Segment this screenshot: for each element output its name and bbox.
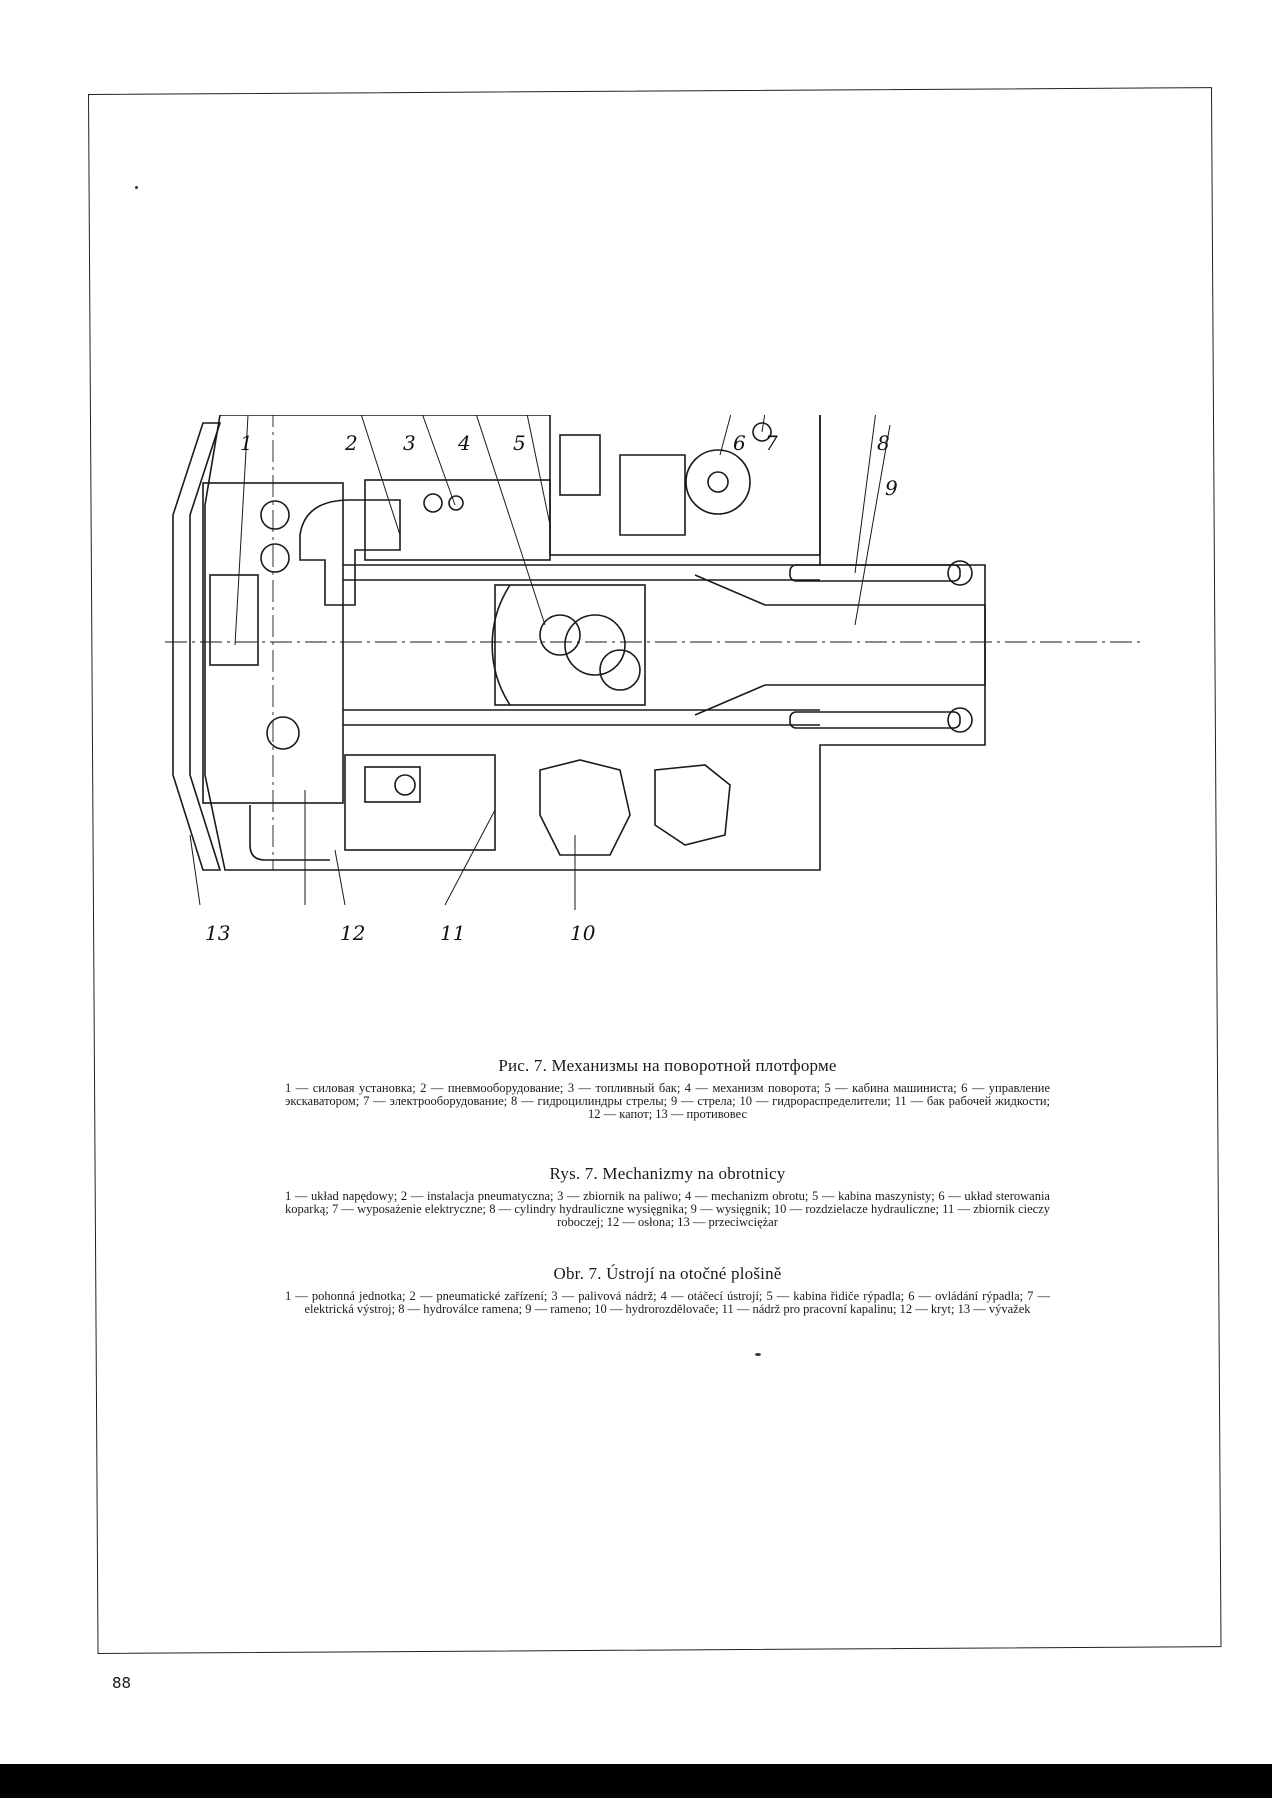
exhaust-elbow [249, 805, 330, 861]
electrical-switch [752, 422, 772, 442]
slew-gear-large [564, 614, 626, 676]
fuel-tank [364, 479, 551, 561]
control-wheel [685, 449, 751, 515]
cab-control-box [559, 434, 601, 496]
hydraulic-distributor [654, 764, 731, 846]
platform-mechanisms-drawing [165, 379, 1145, 1055]
control-wheel-hub [707, 471, 729, 493]
power-unit-bolt [260, 543, 290, 573]
pneumatic-equipment [299, 499, 401, 606]
slew-ring-arc [491, 584, 511, 706]
hydraulic-distributor [539, 759, 631, 856]
caption-russian-title: Рис. 7. Механизмы на поворотной плотформ… [498, 1056, 837, 1075]
fuel-tank-fitting [448, 495, 464, 511]
hydraulic-tank-cap [364, 766, 421, 803]
technical-drawing-svg [165, 379, 1145, 910]
fuel-tank-fitting [423, 493, 443, 513]
caption-polish-title: Rys. 7. Mechanizmy na obrotnicy [549, 1164, 786, 1183]
slew-motor [599, 649, 641, 691]
caption-czech-legend: 1 — pohonná jednotka; 2 — pneumatické za… [285, 1289, 1050, 1316]
cylinder-pin [947, 707, 973, 733]
power-unit-detail [209, 574, 259, 666]
center-compartment [494, 584, 646, 706]
power-unit-bolt [260, 500, 290, 530]
boom [765, 604, 986, 686]
caption-russian-legend: 1 — силовая установка; 2 — пневмооборудо… [285, 1081, 1050, 1121]
operator-seat [619, 454, 686, 536]
scan-speck [135, 186, 138, 189]
slew-gear-small [539, 614, 581, 656]
caption-polish: Rys. 7. Mechanizmy na obrotnicy 1 — ukła… [285, 1164, 1050, 1229]
power-unit-bolt [266, 716, 300, 750]
caption-czech-title: Obr. 7. Ústrojí na otočné plošině [553, 1264, 782, 1283]
boom-bracket [694, 574, 766, 716]
caption-polish-legend: 1 — układ napędowy; 2 — instalacja pneum… [285, 1189, 1050, 1229]
caption-russian: Рис. 7. Механизмы на поворотной плотформ… [285, 1056, 1050, 1121]
counterweight-shape [172, 422, 222, 871]
page-number: 88 [112, 1674, 132, 1692]
leader-lines [189, 379, 891, 910]
hydraulic-tank [344, 754, 496, 851]
boom-cylinder-upper [789, 564, 961, 582]
cylinder-pin [947, 560, 973, 586]
hydraulic-tank-fitting [394, 774, 416, 796]
scan-speck [755, 1353, 761, 1356]
scan-bottom-bar [0, 1764, 1272, 1798]
boom-cylinder-lower [789, 711, 961, 729]
caption-czech: Obr. 7. Ústrojí na otočné plošině 1 — po… [285, 1264, 1050, 1316]
